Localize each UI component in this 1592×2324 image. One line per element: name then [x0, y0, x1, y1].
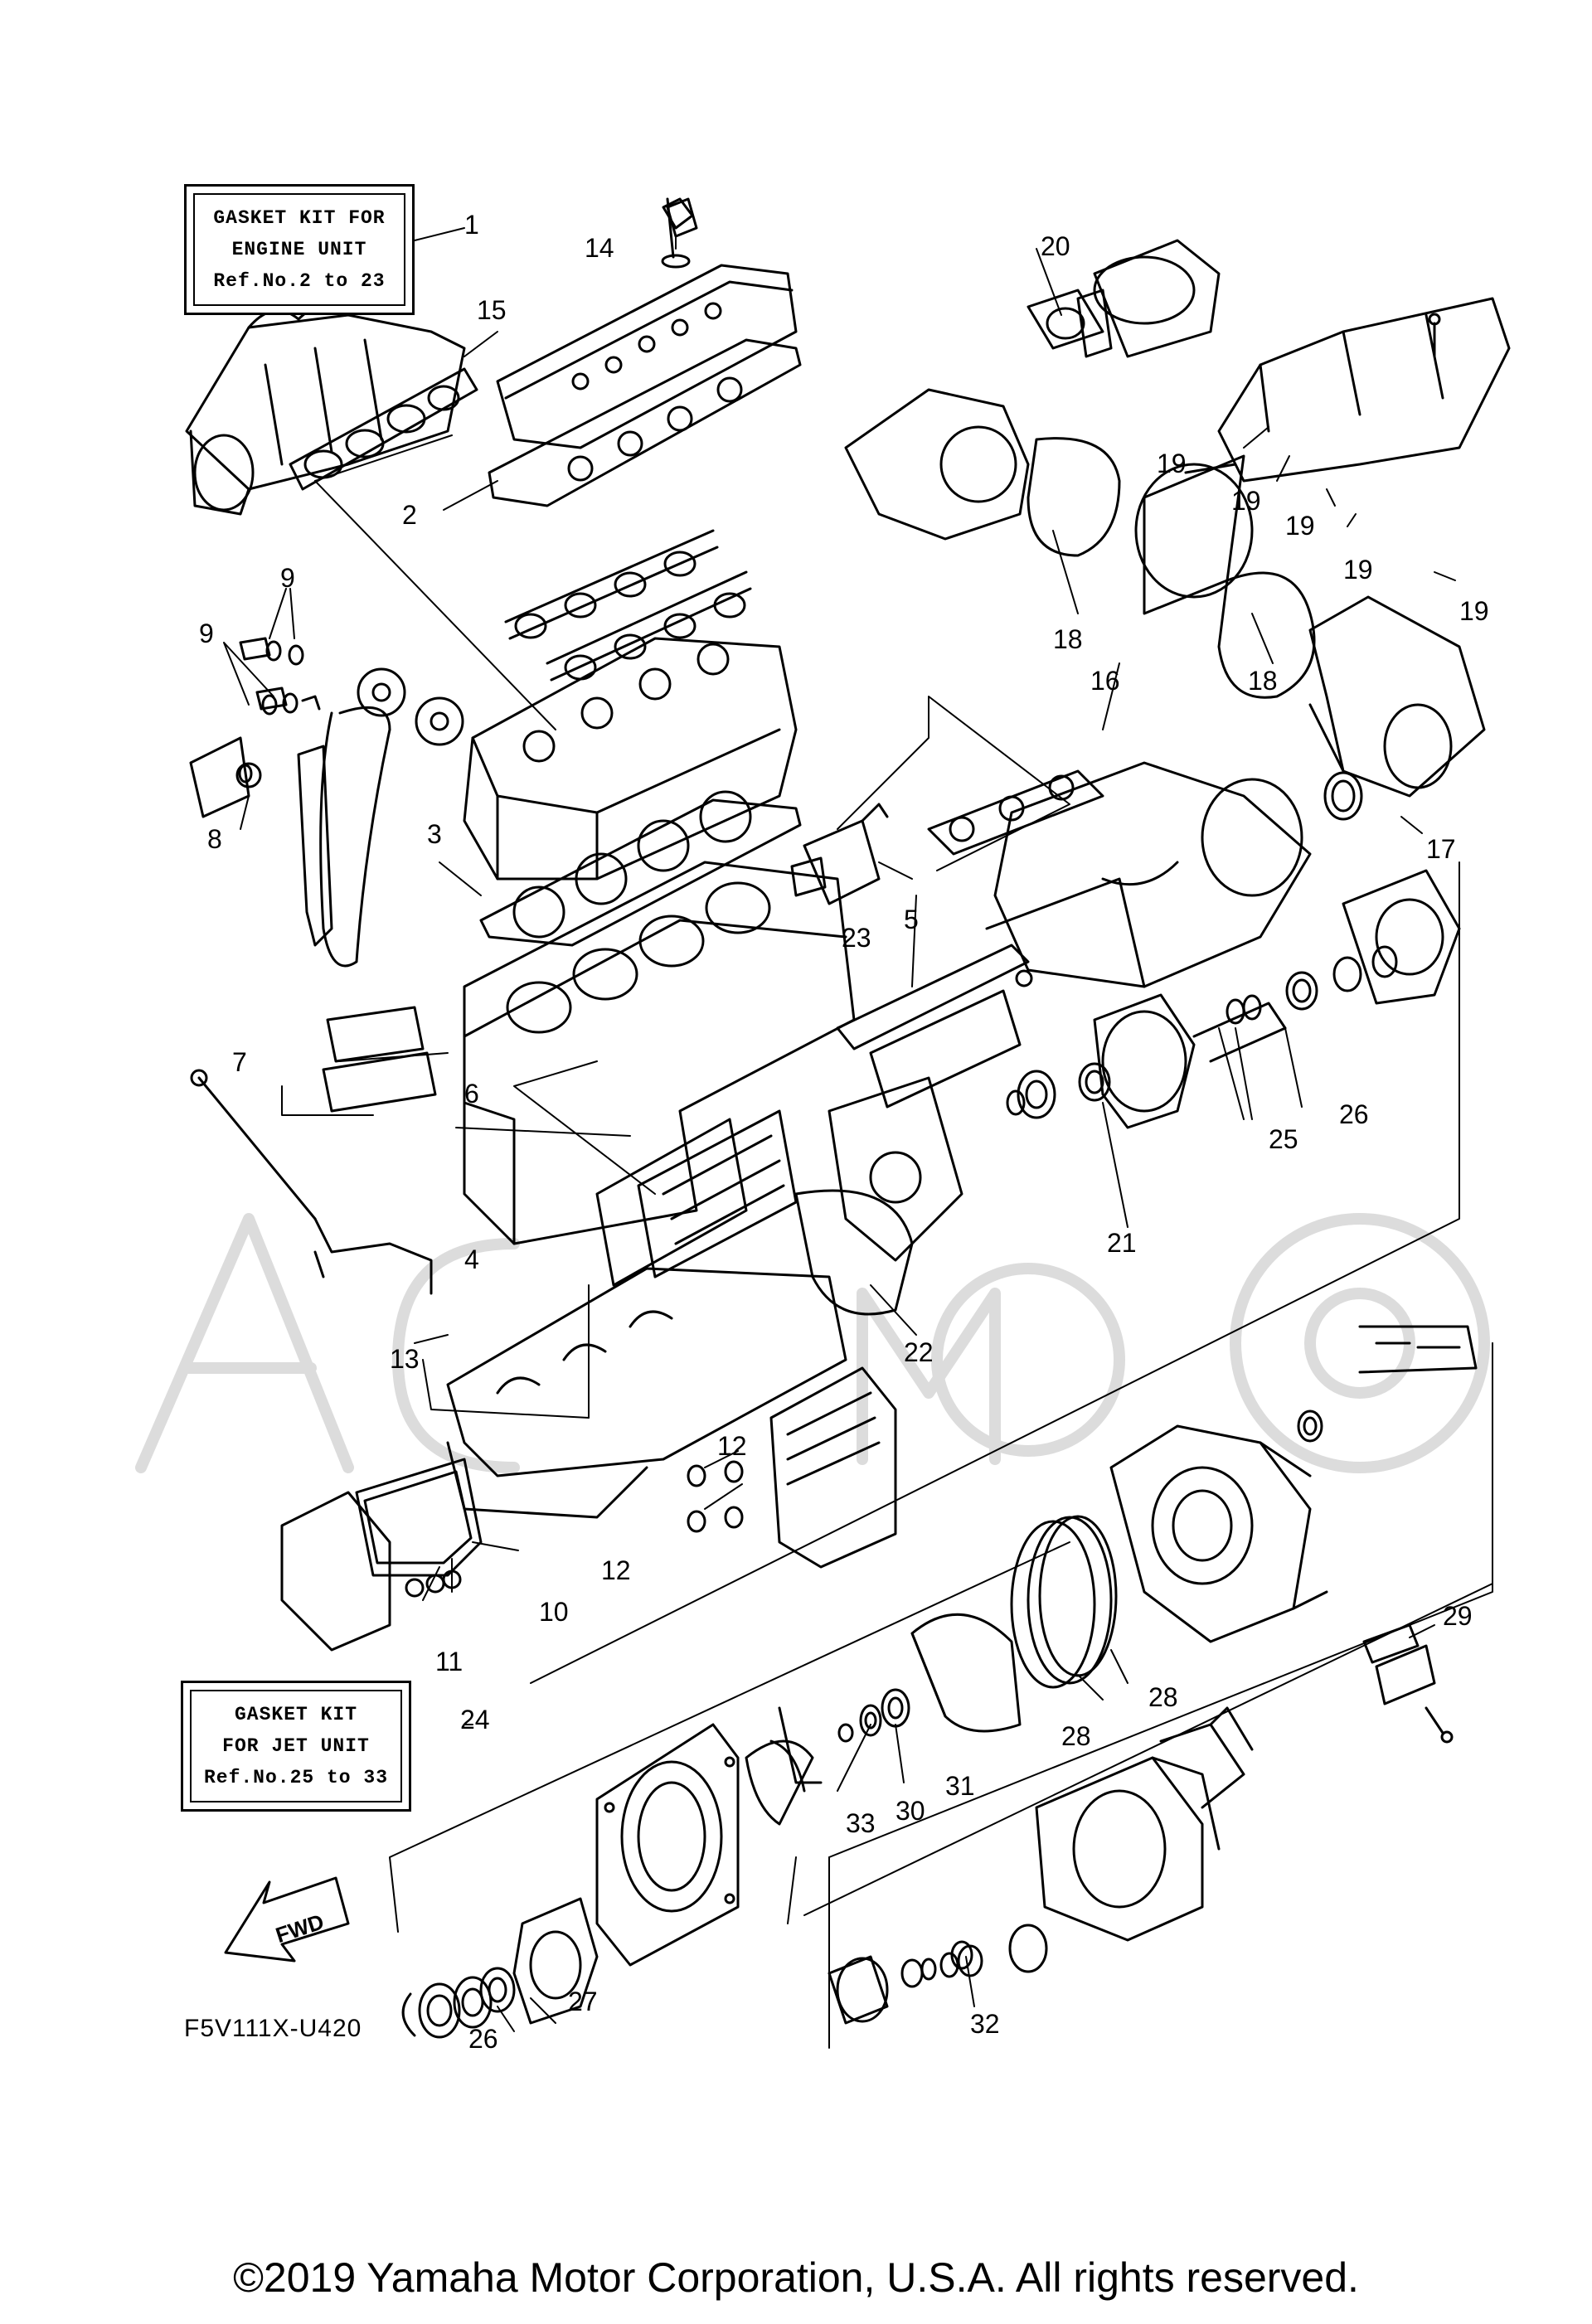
jet-gasket-kit-box: GASKET KIT FOR JET UNIT Ref.No.25 to 33 — [181, 1681, 411, 1812]
jet-box-line1: GASKET KIT — [234, 1704, 358, 1725]
callout-7: 7 — [232, 1047, 247, 1077]
callout-10: 10 — [539, 1597, 569, 1627]
breather-cover-gasket — [322, 1006, 437, 1113]
impeller-seals — [837, 1688, 910, 1743]
bearings-and-seals-26-27 — [401, 1967, 516, 2039]
callout-24: 24 — [460, 1705, 490, 1735]
oil-pump — [280, 1458, 483, 1652]
crankcase — [446, 1267, 847, 1519]
drive-shaft — [1297, 1325, 1478, 1443]
exhaust-chamber — [844, 239, 1221, 541]
pump-mounting-plate — [595, 1723, 740, 1967]
callout-29: 29 — [1443, 1601, 1473, 1631]
callout-18b: 18 — [1248, 666, 1278, 696]
callout-19a: 19 — [1157, 449, 1187, 478]
callout-28a: 28 — [1061, 1721, 1091, 1751]
engine-box-line2: ENGINE UNIT — [231, 239, 367, 260]
magneto-cover-gasket — [794, 1076, 963, 1316]
callout-28b: 28 — [1148, 1682, 1178, 1712]
callout-17: 17 — [1426, 834, 1456, 864]
callout-32: 32 — [970, 2009, 1000, 2039]
callout-14: 14 — [585, 233, 614, 263]
timing-chain-and-sprockets — [297, 667, 464, 968]
callout-13: 13 — [390, 1344, 420, 1374]
valve-cover — [496, 197, 798, 449]
impeller-liner — [910, 1613, 1022, 1733]
engine-box-line3: Ref.No.2 to 23 — [213, 270, 386, 292]
oil-cooler-gasket — [836, 944, 1033, 1109]
exhaust-seal-17 — [1323, 771, 1363, 821]
exhaust-pipe-cover — [1217, 297, 1511, 483]
engine-gasket-kit-box: GASKET KIT FOR ENGINE UNIT Ref.No.2 to 2… — [184, 184, 415, 315]
jet-box-line3: Ref.No.25 to 33 — [203, 1767, 389, 1788]
callout-31: 31 — [945, 1771, 975, 1801]
callout-30: 30 — [896, 1796, 925, 1826]
callout-4: 4 — [464, 1244, 479, 1274]
coupling-and-bearing-housing — [1006, 869, 1461, 1129]
callout-20: 20 — [1041, 231, 1070, 261]
callout-9b: 9 — [199, 619, 214, 648]
cylinder-head-gasket — [479, 790, 802, 947]
callout-25: 25 — [1269, 1124, 1298, 1154]
diagram-code: F5V111X-U420 — [184, 2015, 362, 2042]
fwd-arrow-icon — [224, 1876, 350, 1963]
callout-9a: 9 — [280, 563, 295, 593]
nozzle — [1159, 1706, 1254, 1809]
pump-cap-and-seal — [828, 1924, 1048, 2025]
exhaust-gasket-upper — [1027, 437, 1121, 557]
thermostat-housing — [790, 803, 889, 905]
bearing-housing — [512, 1897, 599, 2025]
callout-numbers: 1 2 3 4 5 6 7 8 9 9 10 11 12 12 13 14 15… — [199, 210, 1489, 2054]
leader-lines — [223, 227, 1493, 2049]
callout-5: 5 — [904, 905, 919, 934]
exhaust-gasket-lower — [1217, 571, 1316, 699]
callout-19e: 19 — [1459, 596, 1489, 626]
callout-19b: 19 — [1231, 486, 1261, 516]
copyright-notice: ©2019 Yamaha Motor Corporation, U.S.A. A… — [233, 2254, 1359, 2301]
exhaust-manifold-lower — [927, 761, 1312, 988]
oil-filler-cap — [661, 197, 698, 269]
side-cover-gasket — [595, 1109, 798, 1287]
jet-pump-housing — [1035, 1756, 1221, 1942]
callout-3: 3 — [427, 819, 442, 849]
callout-26a: 26 — [1339, 1099, 1369, 1129]
callout-19d: 19 — [1343, 555, 1373, 585]
oil-level-gauge — [190, 1069, 433, 1295]
supercharger-pump — [687, 1366, 897, 1569]
exhaust-manifold — [185, 304, 466, 516]
callout-8: 8 — [207, 824, 222, 854]
exhaust-elbow — [1308, 595, 1486, 798]
intermediate-housing — [1109, 1424, 1328, 1643]
callout-21: 21 — [1107, 1228, 1137, 1258]
watermark-logo — [135, 1213, 1490, 1473]
cylinder-head — [463, 637, 798, 881]
callout-12b: 12 — [601, 1555, 631, 1585]
valve-cover-gasket — [488, 338, 802, 507]
callout-2: 2 — [402, 500, 417, 530]
housing-o-rings-28 — [1010, 1515, 1118, 1689]
exhaust-manifold-gasket — [289, 367, 478, 491]
thrust-cover-gasket — [1362, 1623, 1454, 1744]
callout-19c: 19 — [1285, 511, 1315, 541]
callout-6: 6 — [464, 1079, 479, 1109]
callout-23: 23 — [842, 923, 871, 953]
impeller — [745, 1706, 823, 1826]
callout-11: 11 — [435, 1647, 463, 1676]
callout-22: 22 — [904, 1337, 934, 1367]
callout-15: 15 — [477, 295, 507, 325]
callout-1: 1 — [464, 210, 479, 240]
cylinder-block — [463, 861, 856, 1245]
engine-box-line1: GASKET KIT FOR — [213, 207, 386, 229]
callout-16: 16 — [1090, 666, 1120, 696]
callout-18a: 18 — [1053, 624, 1083, 654]
callout-33: 33 — [846, 1808, 876, 1838]
water-lock — [1134, 454, 1254, 615]
camshafts — [504, 529, 752, 682]
callout-12a: 12 — [717, 1431, 747, 1461]
callout-27: 27 — [568, 1987, 598, 2016]
callout-26b: 26 — [468, 2024, 498, 2054]
jet-box-line2: FOR JET UNIT — [222, 1735, 370, 1757]
